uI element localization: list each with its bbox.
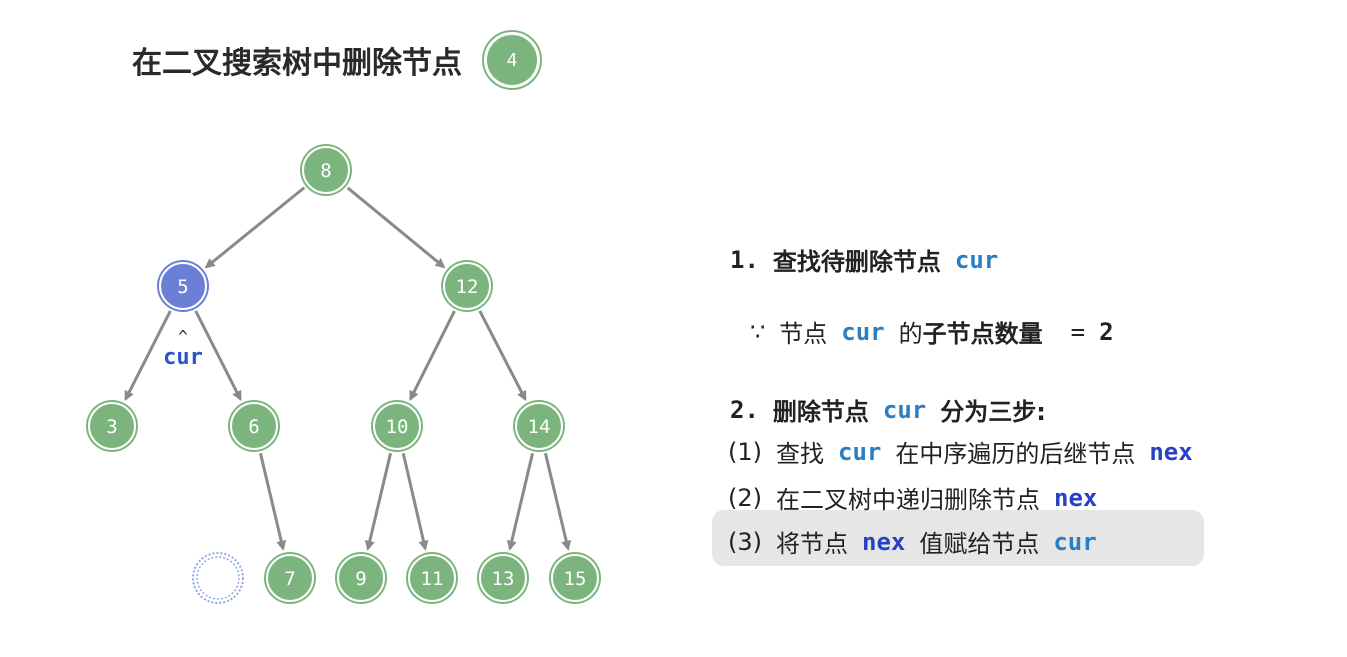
tree-node-3: 3 [86,400,138,452]
substep3-number: (3) [728,527,762,556]
step2-code: cur [882,395,927,424]
binary-search-tree: 8 5 12 3 6 10 14 7 9 11 13 15 ^ cur [86,144,601,604]
edge-n8-n12 [346,186,446,269]
tree-node-label: 7 [284,568,295,590]
substep3-text: 将节点 [776,530,848,558]
tree-node-13: 13 [477,552,529,604]
edge-n5-n3 [124,310,172,402]
tree-node-10: 10 [371,400,423,452]
removed-node-placeholder [192,552,244,604]
tree-node-15: 15 [549,552,601,604]
substep1-text: 查找 [776,440,824,468]
tree-node-label: 3 [106,416,117,438]
step1-text: 查找待删除节点 [772,248,941,276]
tree-node-7: 7 [264,552,316,604]
tree-node-label: 6 [248,416,259,438]
edge-n10-n11 [401,452,429,551]
substep3-code: nex [862,527,906,556]
substep1-number: (1) [728,437,762,466]
substep1-text2: 在中序遍历的后继节点 [895,440,1136,468]
because-symbol: ∵ [750,317,766,346]
tree-node-label: 5 [177,276,188,298]
substep2-line: (2) 在二叉树中递归删除节点 nex [728,480,1097,515]
edge-n10-n9 [364,452,393,551]
edge-n8-n5 [204,186,306,269]
cur-pointer-label: cur [163,345,203,370]
tree-node-6: 6 [228,400,280,452]
diagram-title: 在二叉搜索树中删除节点 [132,46,462,81]
tree-node-label: 15 [564,568,587,590]
substep3-line: (3) 将节点 nex 值赋给节点 cur [728,524,1097,559]
condition-text: 节点 [779,320,828,348]
step-badge: 4 [484,32,540,88]
tree-node-label: 12 [456,276,479,298]
substep3-text2: 值赋给节点 [919,530,1040,558]
substep2-number: (2) [728,483,762,512]
step2-text2: 分为三步: [940,398,1046,426]
tree-edges [124,186,572,551]
substep3-code2: cur [1053,527,1097,556]
tree-node-label: 11 [421,568,444,590]
cur-pointer-arrow: ^ [178,327,188,346]
tree-node-label: 8 [320,160,331,182]
tree-node-label: 14 [528,416,551,438]
condition-code: cur [841,317,885,346]
edge-n6-n7 [258,452,287,551]
substep2-text: 在二叉树中递归删除节点 [776,486,1040,514]
step1-number: 1. [730,245,759,274]
tree-node-11: 11 [406,552,458,604]
removed-node-placeholder-inner [196,556,240,600]
step1-line: 1. 查找待删除节点 cur [730,242,998,277]
tree-node-12: 12 [441,260,493,312]
tree-node-5: 5 [157,260,209,312]
edge-n14-n15 [543,452,572,551]
edge-n12-n14 [478,310,527,402]
tree-node-label: 10 [386,416,409,438]
tree-nodes: 8 5 12 3 6 10 14 7 9 11 13 15 [86,144,601,604]
title-row: 在二叉搜索树中删除节点 4 [132,32,540,88]
edge-n14-n13 [506,452,535,551]
condition-value: 2 [1099,317,1114,346]
edge-n12-n10 [409,310,456,401]
substep1-code2: nex [1149,437,1193,466]
tree-node-label: 9 [355,568,366,590]
step2-number: 2. [730,395,759,424]
condition-line: ∵ 节点 cur 的 子节点数量 = 2 [750,314,1114,349]
condition-bold: 子节点数量 [922,320,1043,348]
condition-text2: 的 [898,320,923,348]
tree-node-8: 8 [300,144,352,196]
tree-node-14: 14 [513,400,565,452]
tree-node-9: 9 [335,552,387,604]
substep1-line: (1) 查找 cur 在中序遍历的后继节点 nex [728,434,1193,469]
substep2-code: nex [1054,483,1098,512]
substep1-code: cur [838,437,882,466]
edge-n5-n6 [194,310,242,402]
condition-eq: = [1070,317,1086,346]
tree-node-label: 13 [492,568,515,590]
step2-text: 删除节点 [772,398,869,426]
step2-line: 2. 删除节点 cur 分为三步: [730,392,1046,427]
step1-code: cur [954,245,999,274]
current-step-highlight [712,510,1204,566]
